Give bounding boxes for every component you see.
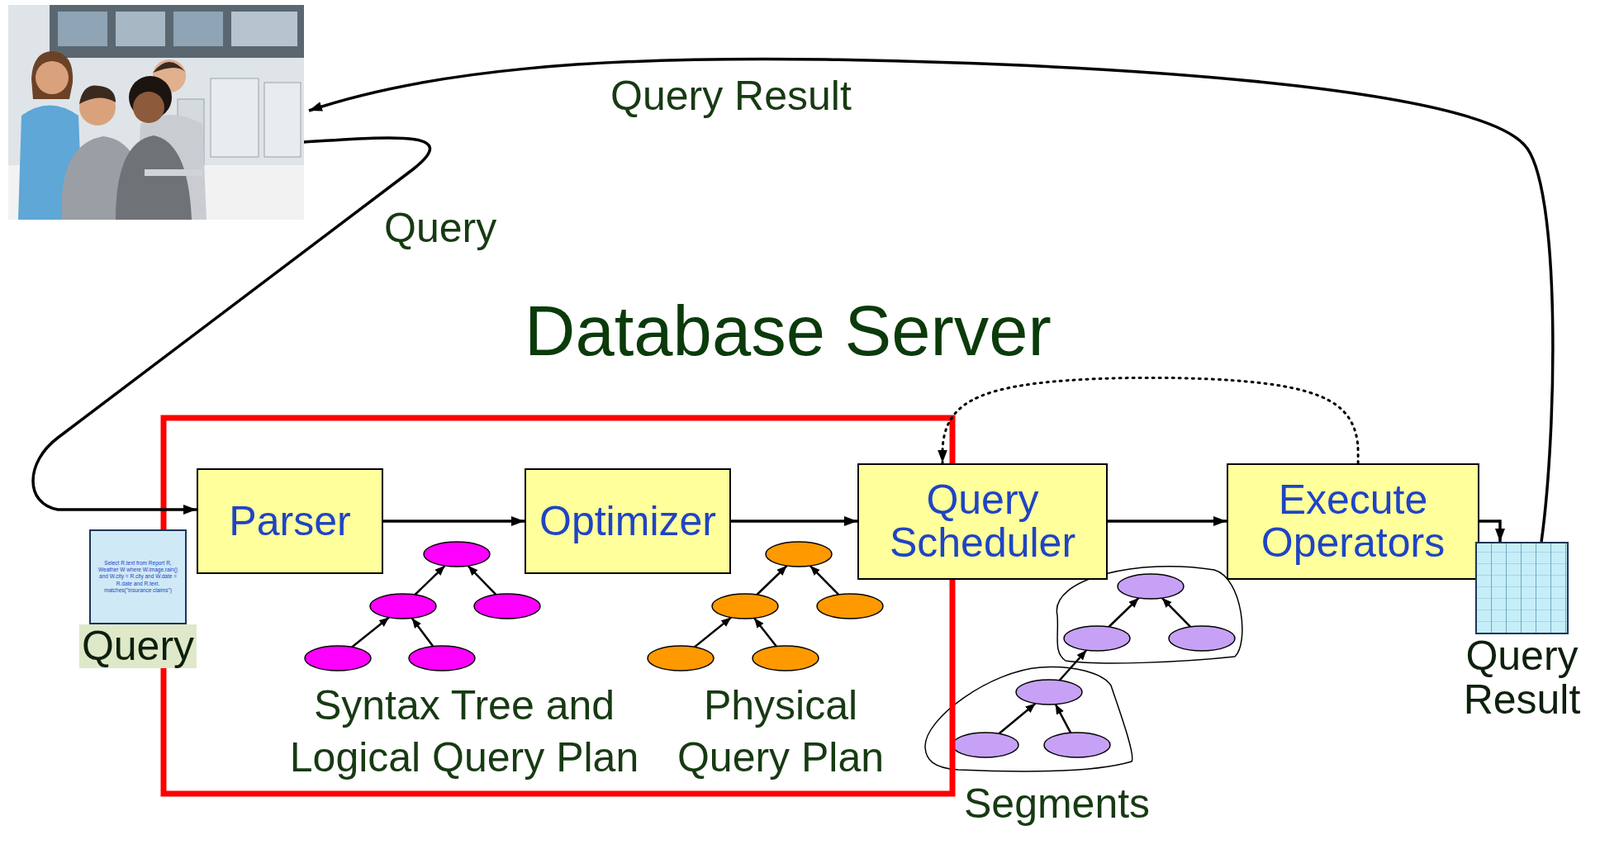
photo-background bbox=[8, 4, 304, 220]
process-box: Parser bbox=[196, 468, 384, 575]
wall-screens bbox=[49, 4, 304, 58]
tree-node bbox=[752, 645, 819, 671]
flow-arrow bbox=[383, 519, 525, 523]
tree-link bbox=[756, 565, 787, 595]
query-arrow bbox=[33, 137, 431, 510]
tree-link bbox=[1059, 650, 1088, 681]
server-title: Database Server bbox=[35, 295, 1541, 366]
photo bbox=[8, 4, 304, 220]
tree-node bbox=[952, 732, 1019, 758]
tree-link bbox=[468, 565, 497, 595]
plan-tree bbox=[952, 574, 1235, 758]
process-label: Parser bbox=[228, 499, 351, 544]
flow-arrow bbox=[1107, 519, 1227, 523]
plan-caption: Physical Query Plan bbox=[669, 679, 893, 784]
process-box: Query Scheduler bbox=[857, 463, 1108, 580]
highlight-frame bbox=[163, 417, 953, 794]
tree-link bbox=[351, 617, 390, 648]
tree-node bbox=[1016, 679, 1083, 705]
tree-link bbox=[1108, 598, 1139, 627]
server-ellipse bbox=[36, 261, 1540, 851]
tree-node bbox=[370, 593, 437, 619]
tree-link bbox=[694, 617, 732, 648]
plan-caption: Syntax Tree and Logical Query Plan bbox=[282, 679, 646, 784]
tree-link bbox=[1162, 598, 1191, 627]
wall-screen bbox=[231, 11, 298, 47]
tree-node bbox=[816, 593, 884, 619]
process-label: Optimizer bbox=[539, 499, 717, 544]
tree-node bbox=[474, 593, 541, 619]
process-box: Execute Operators bbox=[1226, 463, 1480, 580]
feedback-arrow bbox=[942, 377, 1358, 463]
tree-node bbox=[408, 645, 475, 671]
document-label: Query bbox=[79, 624, 197, 669]
tree-node bbox=[1117, 574, 1184, 599]
flow-label: Query Result bbox=[610, 70, 852, 123]
person-hair bbox=[79, 85, 116, 105]
person-hair bbox=[152, 61, 186, 73]
monitor bbox=[210, 78, 259, 157]
tree-node bbox=[1044, 732, 1111, 758]
process-box: Optimizer bbox=[524, 468, 732, 575]
tree-node bbox=[304, 645, 371, 671]
tree-link bbox=[1055, 704, 1071, 734]
tree-node bbox=[712, 593, 779, 619]
wall-screen bbox=[173, 11, 224, 47]
flow-arrow bbox=[1479, 521, 1501, 542]
flow-arrow bbox=[731, 519, 858, 523]
query-text: Select R.text from Report R, Weather W w… bbox=[94, 560, 182, 594]
tree-node bbox=[1063, 626, 1130, 651]
segment-outline bbox=[1056, 566, 1242, 664]
flow-label: Query bbox=[384, 202, 497, 255]
wall-screen bbox=[115, 11, 166, 47]
keyboard bbox=[144, 169, 203, 176]
tree-link bbox=[754, 617, 777, 646]
result-label: Query Result bbox=[1448, 634, 1597, 722]
person-hair bbox=[31, 51, 73, 100]
tree-node bbox=[765, 541, 832, 567]
segment-outline bbox=[925, 666, 1133, 771]
process-label: Execute Operators bbox=[1228, 478, 1478, 565]
process-label: Query Scheduler bbox=[859, 478, 1107, 565]
monitor bbox=[264, 82, 301, 157]
wall-screen bbox=[57, 11, 108, 47]
person bbox=[115, 135, 192, 220]
tree-node bbox=[423, 541, 490, 567]
tree-link bbox=[810, 565, 839, 595]
query-document: Select R.text from Report R, Weather W w… bbox=[89, 529, 187, 625]
tree-link bbox=[998, 703, 1036, 735]
tree-link bbox=[412, 617, 433, 646]
person-head bbox=[35, 61, 69, 95]
tree-link bbox=[414, 565, 445, 595]
tree-node bbox=[647, 645, 714, 671]
person-head bbox=[132, 91, 165, 124]
group-caption: Segments bbox=[963, 778, 1150, 831]
tree-node bbox=[1168, 626, 1235, 651]
result-table: Query Result bbox=[1475, 541, 1569, 635]
